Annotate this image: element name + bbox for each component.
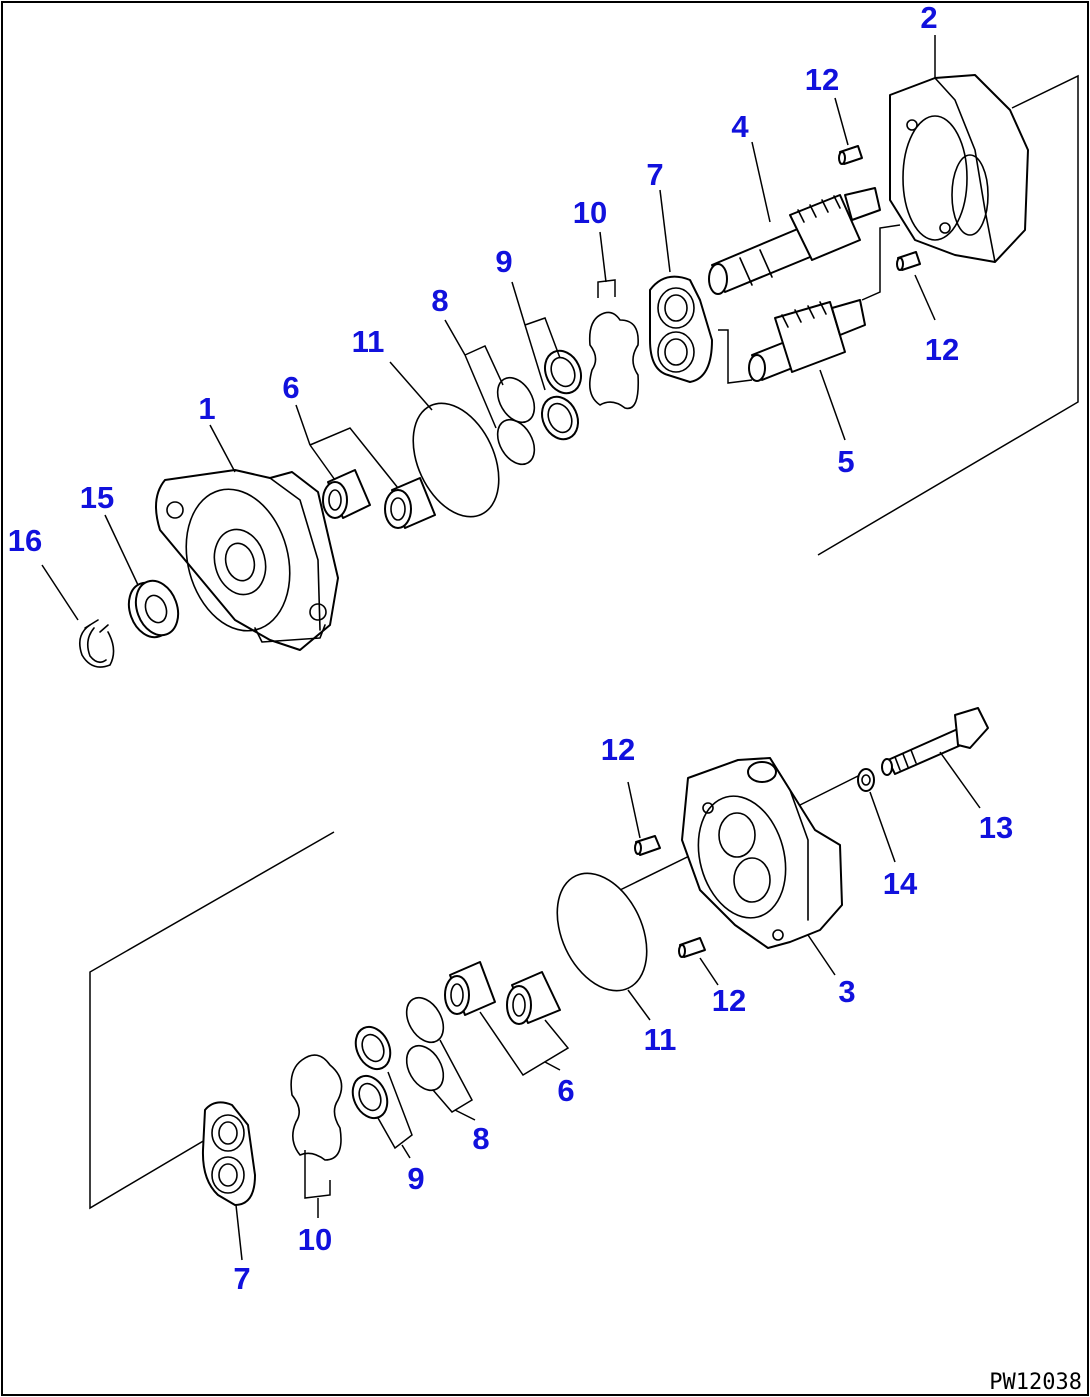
callout-12: 12 [805, 62, 839, 97]
part-11-oring-upper [412, 402, 500, 518]
callout-6: 6 [557, 1073, 574, 1108]
callout-1: 1 [198, 391, 215, 426]
callout-10: 10 [298, 1222, 332, 1257]
part-6-bearing-lower-a [444, 961, 496, 1016]
callout-labels: 2 12 4 7 10 9 8 11 12 6 1 5 15 16 12 13 … [8, 0, 1013, 1296]
callout-15: 15 [80, 480, 114, 515]
callout-16: 16 [8, 523, 42, 558]
bracket-10-upper [597, 279, 616, 298]
bracket-6-upper [309, 427, 399, 489]
callout-7: 7 [646, 157, 663, 192]
guide-line-upper [817, 74, 1079, 556]
part-6-bearing-lower-b [506, 971, 561, 1025]
drawing-code: PW12038 [989, 1370, 1082, 1395]
callout-13: 13 [979, 810, 1013, 845]
part-9-ring-upper-a [544, 349, 582, 395]
part-6-bearing-upper-a [322, 469, 371, 519]
callout-4: 4 [731, 109, 749, 144]
part-8-ring-upper-a [496, 376, 536, 424]
part-11-oring-lower [556, 872, 648, 992]
part-12-pin-upper-b [896, 251, 921, 271]
part-3-housing [681, 757, 843, 949]
part-9-ring-lower-a [354, 1025, 392, 1071]
callout-12: 12 [601, 732, 635, 767]
part-8-ring-lower-b [405, 1044, 445, 1092]
callout-12: 12 [925, 332, 959, 367]
callout-6: 6 [282, 370, 299, 405]
part-10-seal-lower [290, 1054, 343, 1161]
callout-12: 12 [712, 983, 746, 1018]
callout-8: 8 [472, 1121, 489, 1156]
part-12-pin-lower-b [678, 937, 706, 958]
callout-11: 11 [352, 324, 385, 359]
part-4-drive-shaft [708, 187, 881, 295]
bracket-10-lower [304, 1150, 331, 1199]
part-16-snap-ring [79, 624, 115, 668]
part-9-ring-upper-b [541, 395, 579, 441]
bracket-9-upper [524, 317, 561, 359]
part-8-ring-upper-b [496, 418, 536, 466]
part-13-bolt [881, 707, 989, 776]
callout-8: 8 [431, 283, 448, 318]
part-8-ring-lower-a [405, 996, 445, 1044]
bracket-4 [861, 224, 901, 301]
callout-9: 9 [407, 1161, 424, 1196]
part-2-housing [889, 74, 1029, 263]
callout-2: 2 [920, 0, 937, 35]
upper-assembly [41, 35, 1079, 668]
lower-assembly [89, 707, 989, 1261]
callout-10: 10 [573, 195, 607, 230]
part-7-plate-lower [201, 1101, 256, 1206]
bracket-8-lower [432, 1039, 473, 1113]
bracket-8-upper [464, 345, 504, 386]
bracket-5 [718, 329, 753, 384]
callout-11: 11 [644, 1022, 677, 1057]
bracket-9-lower [377, 1071, 413, 1150]
callout-3: 3 [838, 974, 855, 1009]
part-14-washer [857, 768, 875, 792]
callout-5: 5 [837, 444, 854, 479]
part-6-bearing-upper-b [384, 477, 436, 529]
part-10-seal-upper [588, 311, 640, 410]
callout-7: 7 [233, 1261, 250, 1296]
part-1-front-cover [155, 469, 339, 651]
part-15-oil-seal [127, 579, 180, 639]
guide-line-lower [89, 831, 335, 1210]
callout-14: 14 [883, 866, 918, 901]
part-7-plate-upper [649, 275, 713, 383]
part-12-pin-upper-a [838, 145, 863, 165]
part-9-ring-lower-b [351, 1074, 389, 1120]
part-5-driven-gear [748, 299, 866, 382]
part-12-pin-lower-a [634, 835, 661, 856]
callout-9: 9 [495, 244, 512, 279]
